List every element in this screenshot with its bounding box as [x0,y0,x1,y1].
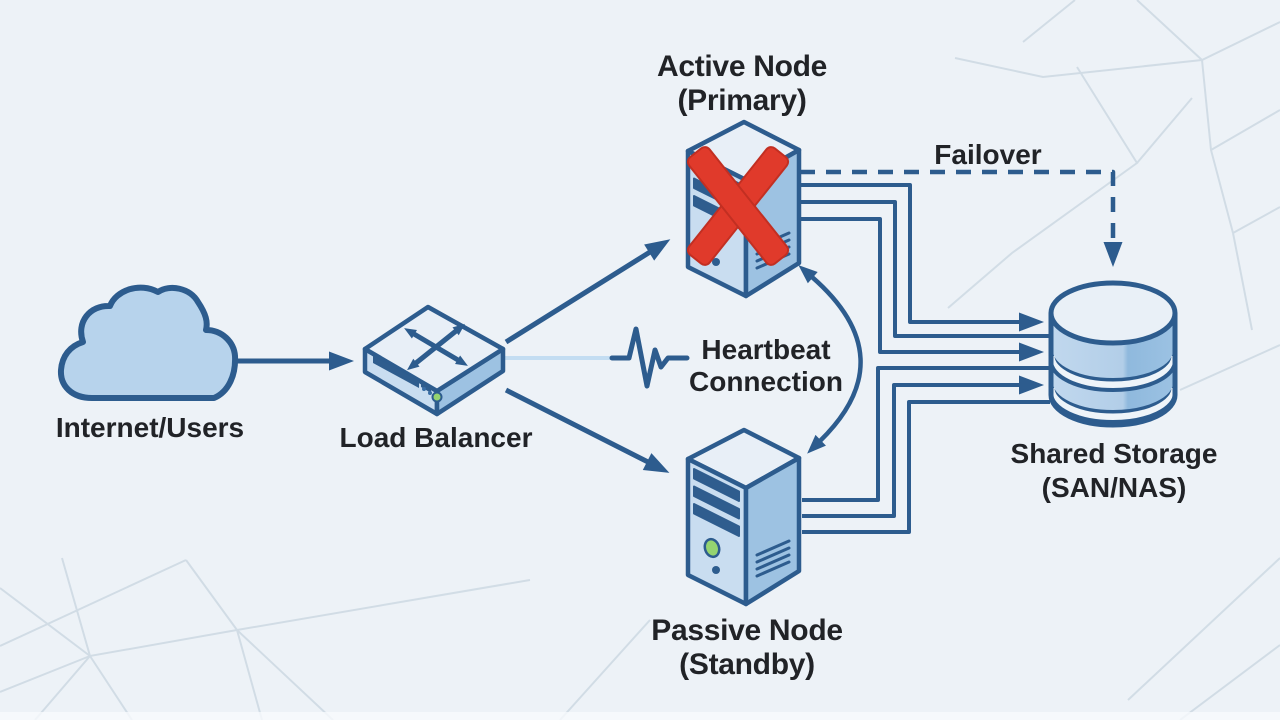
cloud-icon [57,284,239,401]
active-to-storage-link-2 [797,200,1050,338]
internet-label: Internet/Users [56,412,244,443]
lb-to-active-arrow [504,239,671,345]
red-x-failure-icon [686,146,790,266]
ecg-waveform-icon [609,326,690,389]
bottom-edge-strip [0,712,1280,720]
network-switch-icon [362,304,506,417]
failover-label: Failover [934,139,1041,170]
lb-to-passive-arrow [504,387,670,473]
heartbeat-label-line2: Connection [689,366,843,397]
heartbeat-curved-double-arrow [798,265,863,454]
shared-storage-label-line1: Shared Storage [1011,438,1218,469]
storage-connectors [797,183,1050,534]
status-dot-icon [428,391,432,395]
active-node-label-line1: Active Node [657,50,827,83]
switch-slot-icon [373,356,419,388]
active-to-storage-link-1 [797,183,1044,332]
passive-to-storage-link-3 [802,400,1050,534]
active-node-label-line2: (Primary) [677,84,806,117]
power-led-icon [431,391,443,403]
passive-to-storage-link-2 [802,375,1044,518]
shared-storage-label-line2: (SAN/NAS) [1042,472,1187,503]
labels: Internet/Users Load Balancer Active Node… [56,50,1218,681]
load-balancer-label: Load Balancer [340,422,533,453]
crossed-arrows-icon [404,323,468,371]
switch-slot-small-icon [421,383,431,393]
passive-node-label-line1: Passive Node [651,614,843,647]
passive-to-storage-link-1 [802,366,1050,502]
database-cylinder-icon [1047,280,1179,428]
failover-dashed-arrow [800,169,1123,267]
heartbeat-label-line1: Heartbeat [701,334,830,365]
passive-node-label-line2: (Standby) [679,648,815,681]
status-dot-icon [422,387,426,391]
passive-node-server-icon [688,430,799,604]
active-to-storage-link-3 [797,217,1044,362]
